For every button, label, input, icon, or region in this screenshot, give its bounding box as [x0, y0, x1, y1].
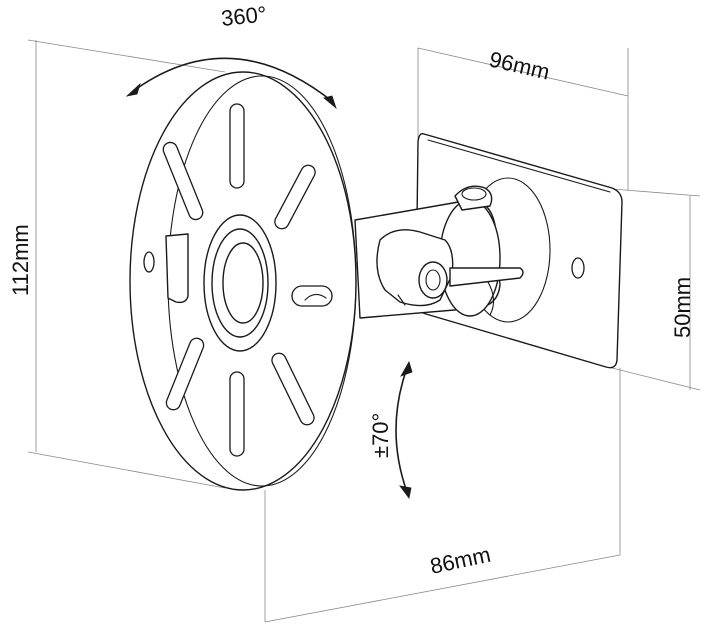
key-slot	[165, 233, 189, 304]
wall-screw-hole	[571, 257, 585, 279]
center-hole	[222, 242, 264, 324]
hinge-assembly	[354, 185, 524, 319]
slot-lower-right	[271, 352, 315, 426]
tilt-knob	[418, 261, 448, 299]
label-rotation: 360°	[220, 1, 268, 31]
label-depth-bottom: 86mm	[428, 542, 493, 579]
mounting-hole-left	[143, 251, 155, 273]
locking-lever	[449, 267, 524, 287]
label-tilt: ±70°	[368, 413, 393, 458]
dimension-lines	[27, 39, 701, 623]
slot-bottom	[229, 371, 245, 457]
label-height-right: 50mm	[670, 277, 695, 338]
tilt-arrow	[395, 360, 413, 499]
speaker-plate	[129, 71, 357, 491]
top-screw	[454, 185, 493, 211]
slot-lower-left	[165, 337, 205, 411]
slot-upper-left	[162, 141, 204, 221]
slot-top	[229, 103, 245, 189]
slot-upper-right	[274, 164, 316, 230]
mounting-slot-right	[291, 285, 333, 307]
label-width-top: 96mm	[487, 47, 552, 85]
label-height-left: 112mm	[8, 224, 33, 296]
rotation-arrow	[125, 57, 337, 110]
